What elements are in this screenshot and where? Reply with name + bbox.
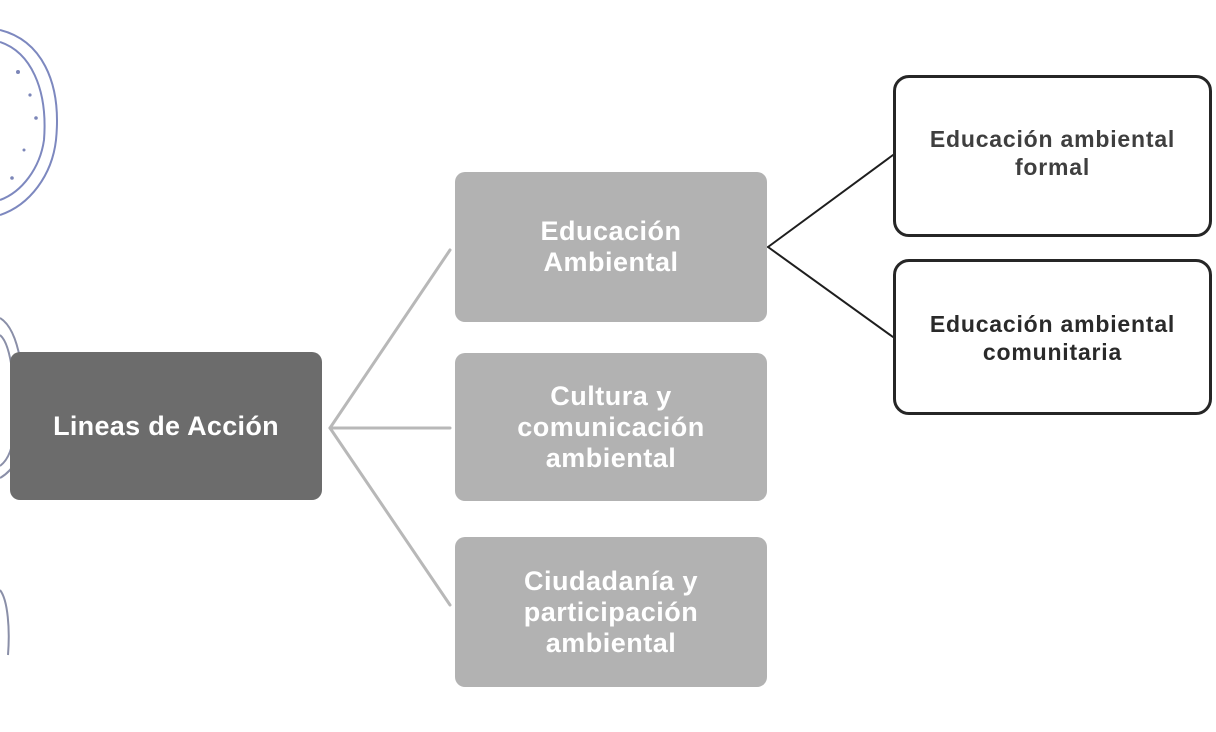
branch-node-ciudadania-participacion: Ciudadanía y participación ambiental xyxy=(455,537,767,687)
leaf-node-label: Educación ambiental formal xyxy=(929,126,1176,180)
root-node-label: Lineas de Acción xyxy=(53,410,279,441)
connector-root-to-branch-3 xyxy=(328,426,452,607)
connector-branch-1-to-leaf-2 xyxy=(767,246,894,338)
leaf-node-educacion-formal: Educación ambiental formal xyxy=(893,75,1212,237)
root-node: Lineas de Acción xyxy=(10,352,322,500)
leaf-node-label: Educación ambiental comunitaria xyxy=(929,311,1176,365)
branch-node-label: Educación Ambiental xyxy=(540,216,682,277)
connector-root-to-branch-1 xyxy=(328,248,452,430)
branch-node-educacion-ambiental: Educación Ambiental xyxy=(455,172,767,322)
branch-node-cultura-comunicacion: Cultura y comunicación ambiental xyxy=(455,353,767,501)
branch-node-label: Cultura y comunicación ambiental xyxy=(517,380,705,473)
branch-node-label: Ciudadanía y participación ambiental xyxy=(523,565,699,658)
connector-branch-1-to-leaf-1 xyxy=(767,154,894,248)
leaf-node-educacion-comunitaria: Educación ambiental comunitaria xyxy=(893,259,1212,415)
